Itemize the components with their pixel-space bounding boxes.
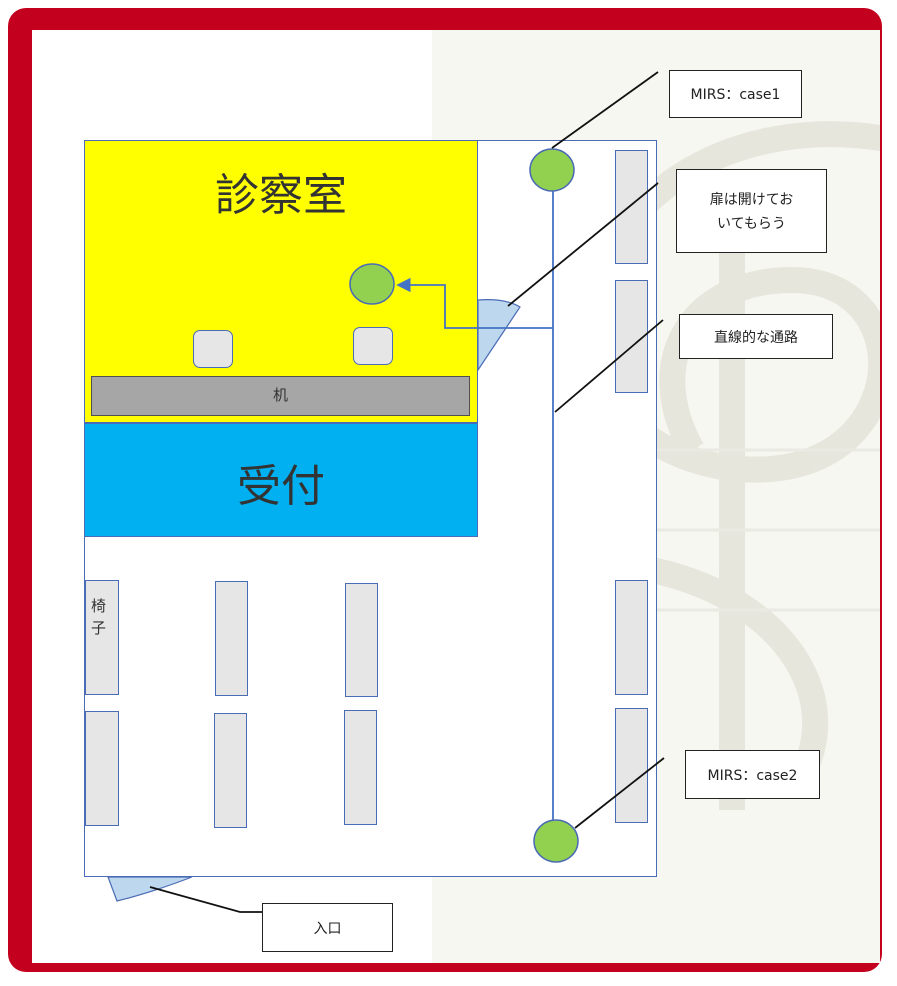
bench-chair-labeled: 椅子 bbox=[85, 580, 119, 695]
bench-right bbox=[615, 580, 648, 695]
examination-room-label: 診察室 bbox=[215, 170, 347, 221]
bench bbox=[214, 713, 247, 828]
callout-door-note-line2: いてもらう bbox=[717, 216, 786, 232]
chair-label: 椅子 bbox=[91, 597, 107, 637]
callout-case2: MIRS：case2 bbox=[685, 750, 820, 799]
reception-label: 受付 bbox=[237, 461, 325, 512]
reception-area: 受付 bbox=[84, 423, 478, 537]
callout-entrance: 入口 bbox=[262, 903, 393, 952]
callout-case1: MIRS：case1 bbox=[669, 70, 802, 118]
callout-straight-path-text: 直線的な通路 bbox=[714, 329, 798, 346]
stool-right bbox=[353, 327, 393, 365]
callout-case1-text: MIRS：case1 bbox=[690, 87, 781, 103]
bench bbox=[85, 711, 119, 826]
callout-door-note-line1: 扉は開けてお bbox=[709, 192, 794, 208]
desk-label: 机 bbox=[272, 386, 288, 404]
callout-entrance-text: 入口 bbox=[313, 920, 342, 937]
bench-right bbox=[615, 280, 648, 393]
bench bbox=[345, 583, 378, 697]
callout-straight-path: 直線的な通路 bbox=[679, 314, 833, 359]
callout-door-note: 扉は開けてお いてもらう bbox=[676, 169, 827, 253]
callout-case2-text: MIRS：case2 bbox=[707, 767, 798, 784]
bench bbox=[344, 710, 377, 825]
desk: 机 bbox=[91, 376, 470, 416]
bench-right bbox=[615, 708, 648, 823]
stool-left bbox=[193, 330, 233, 368]
examination-room: 診察室 bbox=[84, 140, 478, 423]
bench-right bbox=[615, 150, 648, 264]
bench bbox=[215, 581, 248, 696]
